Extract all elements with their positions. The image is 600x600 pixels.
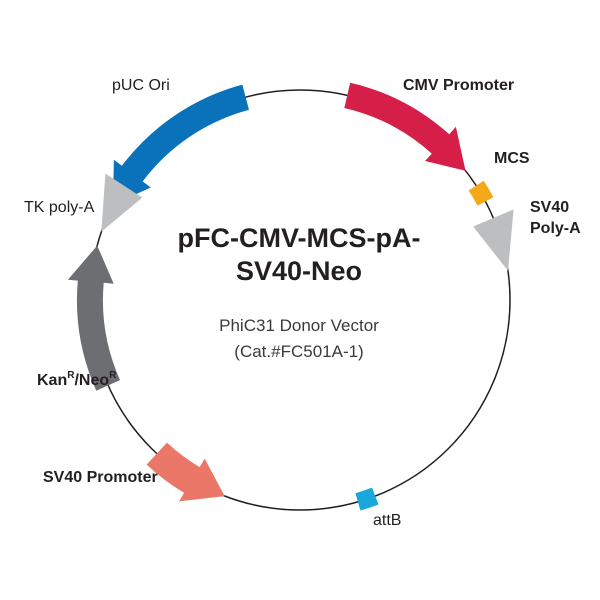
kan-neo-label: KanR/NeoR	[37, 370, 117, 389]
mcs-block	[468, 180, 494, 206]
plasmid-name-line1: pFC-CMV-MCS-pA-	[178, 223, 421, 253]
tk-polya-label: TK poly-A	[24, 199, 95, 216]
sv40-polya-arrowhead	[473, 209, 514, 271]
sv40-promoter-arrow	[146, 442, 225, 502]
mcs-label: MCS	[494, 150, 530, 167]
attb-label: attB	[373, 512, 401, 529]
sv40-polya-label-line1: SV40	[530, 199, 569, 216]
puc-ori-arrow	[112, 84, 250, 205]
plasmid-name-line2: SV40-Neo	[236, 256, 362, 286]
neo-label-text: /Neo	[74, 372, 109, 389]
neo-superscript: R	[109, 370, 117, 381]
kan-neo-resistance-arrow	[67, 245, 120, 391]
puc-ori-label: pUC Ori	[112, 77, 170, 94]
sv40-polya-label-line2: Poly-A	[530, 220, 581, 237]
cmv-promoter-label: CMV Promoter	[403, 77, 514, 94]
sv40-promoter-label: SV40 Promoter	[43, 469, 158, 486]
cmv-promoter-arrow	[344, 82, 466, 171]
tk-polya-arrowhead	[101, 173, 143, 232]
attb-block	[355, 487, 379, 511]
plasmid-catalog-number: (Cat.#FC501A-1)	[234, 342, 363, 361]
kan-superscript: R	[67, 370, 75, 381]
kan-label-text: Kan	[37, 372, 67, 389]
plasmid-description: PhiC31 Donor Vector	[219, 316, 379, 335]
